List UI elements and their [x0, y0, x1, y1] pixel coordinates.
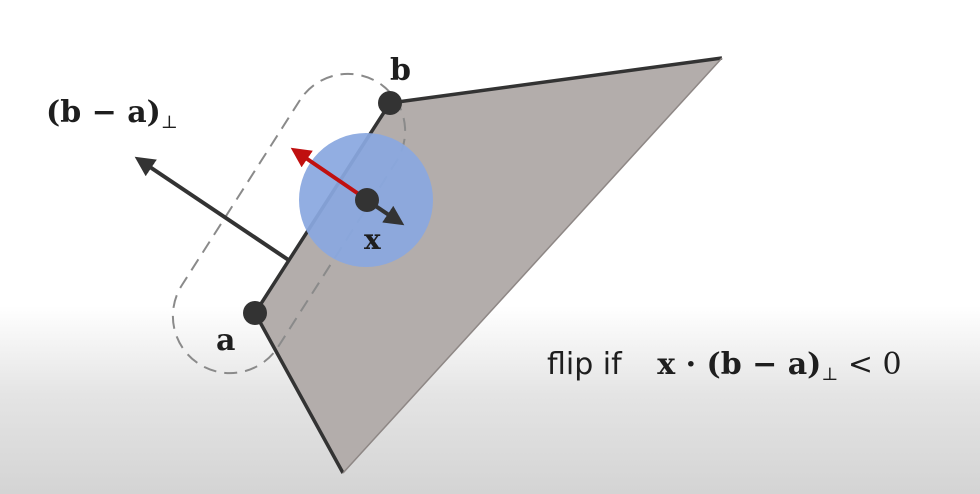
perp-a: a: [127, 95, 147, 130]
perp-open: (: [46, 95, 61, 130]
condition-sub: ⊥: [821, 364, 839, 385]
point-x: [355, 188, 379, 212]
condition-rest: < 0: [838, 347, 902, 382]
vertex-b: [378, 91, 402, 115]
perp-sub: ⊥: [160, 112, 178, 133]
polygon-far-edge: [342, 57, 723, 474]
label-perp: (b − a)⊥: [46, 95, 178, 132]
perp-minus: −: [81, 95, 128, 130]
flip-condition: flip if x · (b − a)⊥ < 0: [547, 347, 902, 384]
condition-minus: −: [741, 347, 788, 382]
condition-dot: · (: [675, 347, 721, 382]
label-x: x: [364, 223, 381, 256]
condition-x: x: [657, 347, 676, 382]
polygon-shape: [255, 58, 722, 473]
condition-prefix: flip if: [547, 347, 622, 382]
label-b: b: [390, 53, 411, 88]
condition-b: b: [720, 347, 742, 382]
perp-close: ): [146, 95, 161, 130]
label-a: a: [216, 323, 236, 358]
perp-normal-arrow: [134, 156, 292, 263]
vertex-a: [243, 301, 267, 325]
condition-a: a: [787, 347, 808, 382]
perp-b: b: [60, 95, 82, 130]
red-arrow: [290, 147, 368, 201]
dashed-capsule: [171, 72, 407, 375]
condition-close: ): [807, 347, 822, 382]
